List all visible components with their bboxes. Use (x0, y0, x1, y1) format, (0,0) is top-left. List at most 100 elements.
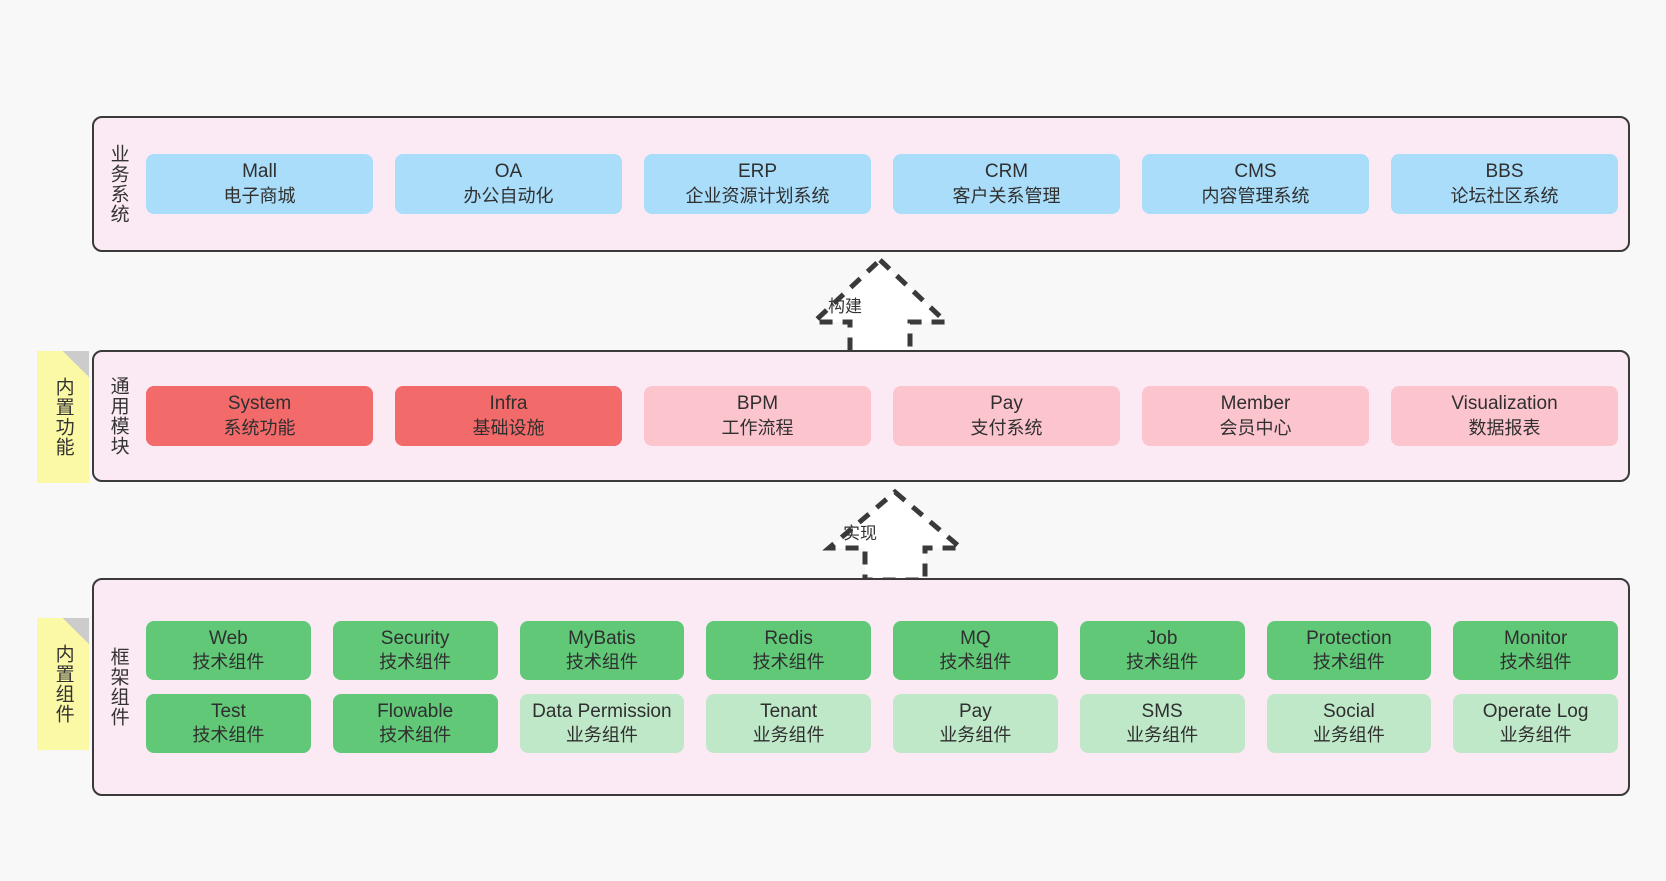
card-job[interactable]: Job 技术组件 (1079, 620, 1245, 680)
card-title: Monitor (1503, 627, 1568, 649)
layer-title-common-module: 通用模块 (107, 376, 129, 456)
layer-title-business-system: 业务系统 (107, 144, 129, 224)
layer-body-common-module: System 系统功能 Infra 基础设施 BPM 工作流程 Pay 支付系统… (142, 352, 1628, 480)
card-mybatis[interactable]: MyBatis 技术组件 (519, 620, 685, 680)
card-infra[interactable]: Infra 基础设施 (395, 386, 622, 446)
card-crm[interactable]: CRM 客户关系管理 (893, 154, 1120, 214)
card-bpm[interactable]: BPM 工作流程 (644, 386, 871, 446)
card-subtitle: 系统功能 (223, 417, 296, 438)
card-sms[interactable]: SMS 业务组件 (1079, 694, 1245, 754)
card-subtitle: 企业资源计划系统 (685, 185, 830, 206)
card-subtitle: 技术组件 (939, 651, 1012, 672)
card-operate-log[interactable]: Operate Log 业务组件 (1453, 694, 1618, 754)
card-tenant[interactable]: Tenant 业务组件 (706, 694, 871, 754)
card-social[interactable]: Social 业务组件 (1266, 694, 1432, 754)
layer-title-framework-component: 框架组件 (107, 647, 129, 727)
card-visualization[interactable]: Visualization 数据报表 (1391, 386, 1618, 446)
card-subtitle: 支付系统 (970, 417, 1043, 438)
card-title: ERP (737, 161, 778, 183)
card-subtitle: 电子商城 (223, 185, 296, 206)
card-title: Operate Log (1482, 701, 1589, 722)
card-subtitle: 技术组件 (192, 725, 265, 746)
card-row: Test 技术组件 Flowable 技术组件 Data Permission … (146, 694, 1618, 754)
card-subtitle: 内容管理系统 (1201, 185, 1310, 206)
card-subtitle: 技术组件 (192, 651, 265, 672)
card-title: Security (380, 627, 450, 649)
card-row: System 系统功能 Infra 基础设施 BPM 工作流程 Pay 支付系统… (146, 386, 1618, 446)
card-cms[interactable]: CMS 内容管理系统 (1142, 154, 1369, 214)
card-title: Test (210, 701, 246, 722)
card-title: Tenant (760, 701, 818, 722)
card-subtitle: 技术组件 (752, 651, 825, 672)
card-subtitle: 会员中心 (1219, 417, 1292, 438)
note-builtin-component-label: 内置组件 (52, 644, 74, 724)
generalization-arrow-icon (822, 488, 968, 583)
card-row: Mall 电子商城 OA 办公自动化 ERP 企业资源计划系统 CRM 客户关系… (146, 154, 1618, 214)
card-title: CRM (984, 161, 1029, 183)
card-title: CMS (1234, 161, 1277, 183)
card-title: Protection (1306, 627, 1392, 649)
card-title: Pay (959, 701, 992, 722)
card-redis[interactable]: Redis 技术组件 (706, 620, 871, 680)
card-oa[interactable]: OA 办公自动化 (395, 154, 622, 214)
card-title: Mall (242, 161, 277, 183)
card-title: Pay (990, 393, 1023, 415)
layer-business-system: 业务系统 Mall 电子商城 OA 办公自动化 ERP 企业资源计划系统 CRM… (92, 116, 1630, 252)
card-web[interactable]: Web 技术组件 (146, 620, 311, 680)
connector-build: 构建 (800, 254, 960, 361)
card-title: Data Permission (532, 701, 672, 722)
card-subtitle: 技术组件 (1312, 651, 1385, 672)
card-title: MyBatis (568, 627, 636, 649)
card-title: Web (209, 627, 248, 649)
card-subtitle: 技术组件 (565, 651, 638, 672)
generalization-arrow-icon (807, 256, 953, 361)
card-subtitle: 技术组件 (1126, 651, 1199, 672)
card-flowable[interactable]: Flowable 技术组件 (332, 694, 498, 754)
card-title: OA (494, 161, 523, 183)
card-data-permission[interactable]: Data Permission 业务组件 (519, 694, 685, 754)
card-subtitle: 基础设施 (472, 417, 545, 438)
card-subtitle: 工作流程 (721, 417, 794, 438)
connector-implement: 实现 (815, 486, 975, 583)
card-security[interactable]: Security 技术组件 (332, 620, 498, 680)
connector-build-label: 构建 (828, 297, 862, 316)
card-mq[interactable]: MQ 技术组件 (893, 620, 1058, 680)
card-subtitle: 业务组件 (939, 725, 1012, 746)
card-test[interactable]: Test 技术组件 (146, 694, 311, 754)
card-monitor[interactable]: Monitor 技术组件 (1453, 620, 1618, 680)
card-system[interactable]: System 系统功能 (146, 386, 373, 446)
card-subtitle: 技术组件 (379, 651, 452, 672)
layer-body-framework-component: Web 技术组件 Security 技术组件 MyBatis 技术组件 Redi… (142, 580, 1628, 794)
card-title: Member (1220, 393, 1291, 415)
connector-implement-label: 实现 (843, 524, 877, 543)
card-title: BBS (1485, 161, 1524, 183)
card-title: Social (1323, 701, 1375, 722)
card-subtitle: 业务组件 (1499, 725, 1572, 746)
card-title: Redis (764, 627, 813, 649)
card-title: MQ (960, 627, 991, 649)
card-subtitle: 办公自动化 (463, 185, 554, 206)
layer-framework-component: 框架组件 Web 技术组件 Security 技术组件 MyBatis 技术组件… (92, 578, 1630, 796)
card-title: SMS (1141, 701, 1183, 722)
card-mall[interactable]: Mall 电子商城 (146, 154, 373, 214)
card-bbs[interactable]: BBS 论坛社区系统 (1391, 154, 1618, 214)
card-subtitle: 业务组件 (565, 725, 638, 746)
card-title: Infra (489, 393, 528, 415)
card-subtitle: 数据报表 (1468, 417, 1541, 438)
card-pay-component[interactable]: Pay 业务组件 (893, 694, 1058, 754)
card-subtitle: 技术组件 (379, 725, 452, 746)
card-title: Job (1146, 627, 1178, 649)
card-title: System (227, 393, 292, 415)
card-protection[interactable]: Protection 技术组件 (1266, 620, 1432, 680)
card-erp[interactable]: ERP 企业资源计划系统 (644, 154, 871, 214)
card-pay[interactable]: Pay 支付系统 (893, 386, 1120, 446)
card-row: Web 技术组件 Security 技术组件 MyBatis 技术组件 Redi… (146, 620, 1618, 680)
layer-body-business-system: Mall 电子商城 OA 办公自动化 ERP 企业资源计划系统 CRM 客户关系… (142, 118, 1628, 250)
note-builtin-function-label: 内置功能 (52, 377, 74, 457)
card-subtitle: 技术组件 (1499, 651, 1572, 672)
card-title: Flowable (377, 701, 454, 722)
note-builtin-component: 内置组件 (37, 618, 89, 750)
layer-common-module: 通用模块 System 系统功能 Infra 基础设施 BPM 工作流程 Pay… (92, 350, 1630, 482)
card-member[interactable]: Member 会员中心 (1142, 386, 1369, 446)
